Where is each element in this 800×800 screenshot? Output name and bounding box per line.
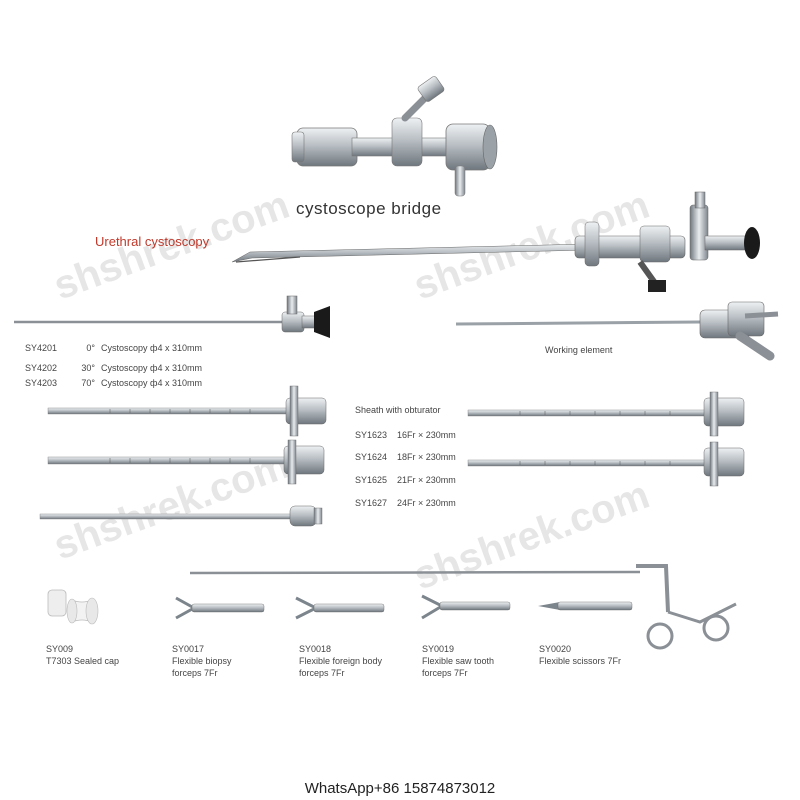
cystoscope-bridge-image: [291, 76, 498, 197]
accessory-label: SY0018 Flexible foreign body forceps 7Fr: [299, 644, 383, 678]
urethral-cystoscopy-image: [231, 191, 760, 292]
accessory-label: SY0019 Flexible saw tooth forceps 7Fr: [422, 644, 495, 678]
accessory-label: SY0020 Flexible scissors 7Fr: [539, 644, 622, 666]
accessory-label: SY0017 Flexible biopsy forceps 7Fr: [172, 644, 232, 678]
sheath-image-3: [467, 391, 745, 437]
scissors-image: [538, 601, 633, 611]
cystoscope-bridge-label: cystoscope bridge: [296, 199, 442, 218]
urethral-cystoscopy-label: Urethral cystoscopy: [95, 234, 210, 249]
biopsy-forceps-image: [175, 596, 265, 620]
saw-tooth-forceps-image: [421, 594, 511, 620]
sheath-image-1: [47, 385, 327, 437]
sheath-image-4: [467, 441, 745, 487]
accessory-label: SY009 T7303 Sealed cap: [46, 644, 120, 666]
telescope-image: [14, 295, 330, 338]
whatsapp-contact: WhatsApp+86 15874873012: [304, 780, 496, 797]
working-element-label: Working element: [545, 345, 613, 355]
working-element-image: [455, 301, 779, 361]
svg-text:shshrek.com: shshrek.com: [408, 473, 655, 599]
sheath-image-2: [47, 439, 325, 485]
foreign-body-forceps-image: [295, 596, 385, 620]
obturator-image: [39, 505, 323, 527]
sheath-title: Sheath with obturator: [355, 405, 441, 415]
rigid-forceps-image: [189, 564, 737, 650]
sealed-cap-image: [47, 589, 99, 625]
